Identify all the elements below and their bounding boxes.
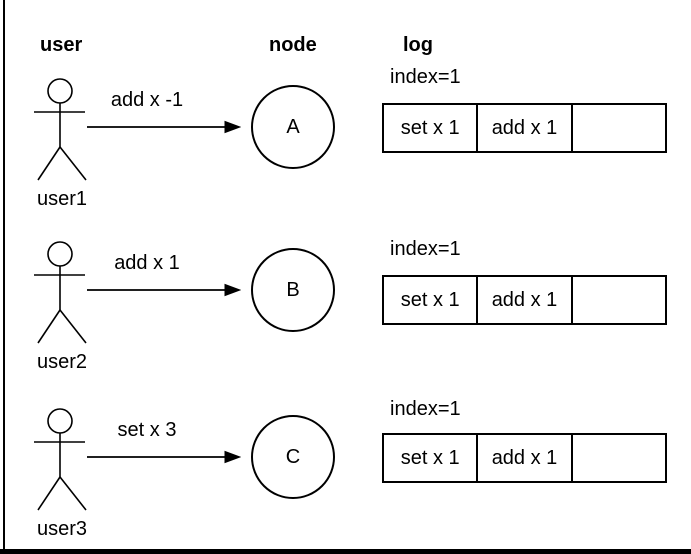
left-border-line (3, 0, 5, 554)
bottom-border-line (0, 549, 691, 554)
log-cell: add x 1 (478, 277, 573, 323)
log-index-label: index=1 (390, 238, 461, 260)
node-circle: C (251, 415, 335, 499)
arrow-icon (87, 450, 241, 464)
log-table: set x 1 add x 1 (382, 103, 667, 153)
node-circle: B (251, 248, 335, 332)
message-label: add x -1 (110, 89, 184, 111)
arrow-icon (87, 283, 241, 297)
stick-figure-icon (34, 78, 87, 181)
node-label: C (285, 446, 301, 468)
log-table: set x 1 add x 1 (382, 275, 667, 325)
message-label: add x 1 (114, 252, 180, 274)
user-label: user3 (36, 518, 88, 540)
log-index-label: index=1 (390, 398, 461, 420)
arrow-icon (87, 120, 241, 134)
user-label: user2 (36, 351, 88, 373)
log-cell: set x 1 (384, 435, 479, 481)
message-label: set x 3 (117, 419, 177, 441)
column-header-log: log (403, 34, 433, 56)
log-index-label: index=1 (390, 66, 461, 88)
log-cell: set x 1 (384, 277, 479, 323)
stick-figure-icon (34, 241, 87, 344)
log-cell: add x 1 (478, 435, 573, 481)
log-cell: add x 1 (478, 105, 573, 151)
node-circle: A (251, 85, 335, 169)
column-header-node: node (269, 34, 317, 56)
stick-figure-icon (34, 408, 87, 511)
node-label: A (286, 116, 300, 138)
log-cell (573, 435, 665, 481)
log-table: set x 1 add x 1 (382, 433, 667, 483)
column-header-user: user (40, 34, 83, 56)
user-label: user1 (36, 188, 88, 210)
log-cell: set x 1 (384, 105, 479, 151)
node-label: B (286, 279, 300, 301)
